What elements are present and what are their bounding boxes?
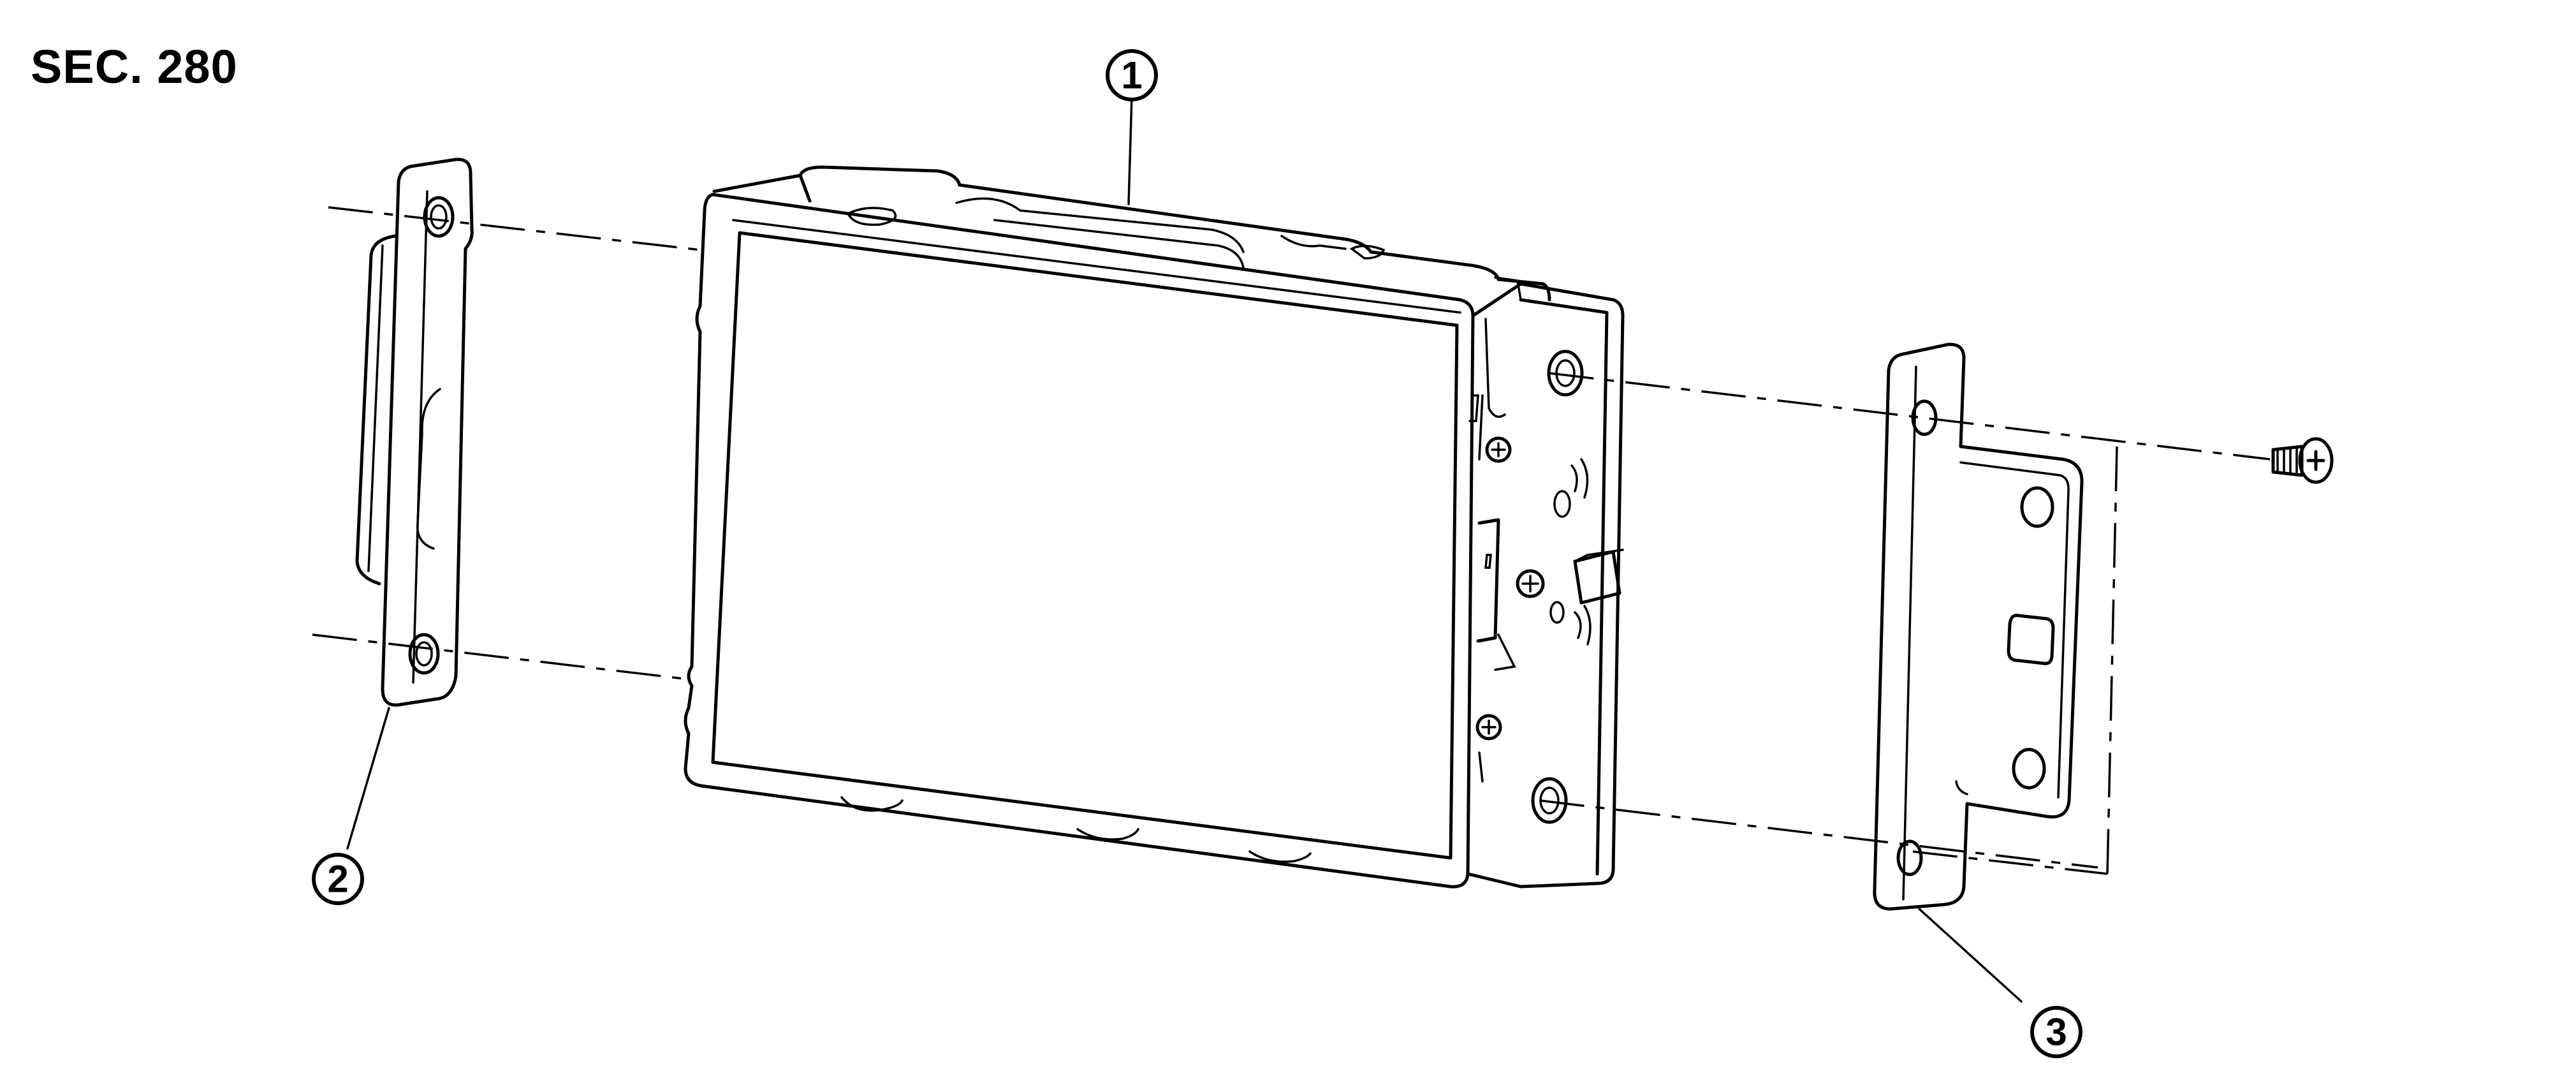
- alignment-line-bottom-left: [312, 633, 689, 681]
- side-screw-2: [1516, 569, 1545, 598]
- bracket-hole-top: [423, 196, 455, 238]
- callout-1: 1: [1106, 49, 1158, 101]
- callout-3: 3: [2030, 1006, 2082, 1058]
- leader-line-2: [346, 707, 390, 850]
- side-screw-1: [1485, 436, 1512, 463]
- alignment-line-bottom-right: [1539, 799, 2098, 869]
- callout-3-text: 3: [2045, 1011, 2067, 1054]
- callout-1-text: 1: [1121, 54, 1142, 97]
- callout-2: 2: [312, 853, 364, 905]
- callout-2-text: 2: [327, 858, 348, 901]
- side-screw-3: [1475, 714, 1502, 741]
- leader-line-3: [1918, 908, 2023, 1003]
- unit-hole-bottom: [1531, 777, 1568, 824]
- mounting-screw: [2271, 437, 2334, 484]
- alignment-line-top-left: [328, 206, 702, 251]
- section-label: SEC. 280: [31, 40, 238, 93]
- left-bracket: [355, 158, 474, 707]
- bracket-hole-upper: [1911, 399, 1938, 436]
- alignment-line-vertical-right: [2106, 446, 2118, 875]
- alignment-line-lower-horizontal: [1912, 850, 2108, 875]
- right-bracket: [1873, 343, 2084, 911]
- bracket-hole-bottom: [408, 633, 440, 675]
- unit-hole-top: [1547, 350, 1584, 397]
- display-unit: [684, 165, 1625, 889]
- bracket-hole-lower: [1896, 839, 1923, 876]
- leader-line-1: [1127, 94, 1133, 205]
- alignment-lines: [312, 206, 2271, 875]
- alignment-line-top-right: [1549, 372, 2271, 461]
